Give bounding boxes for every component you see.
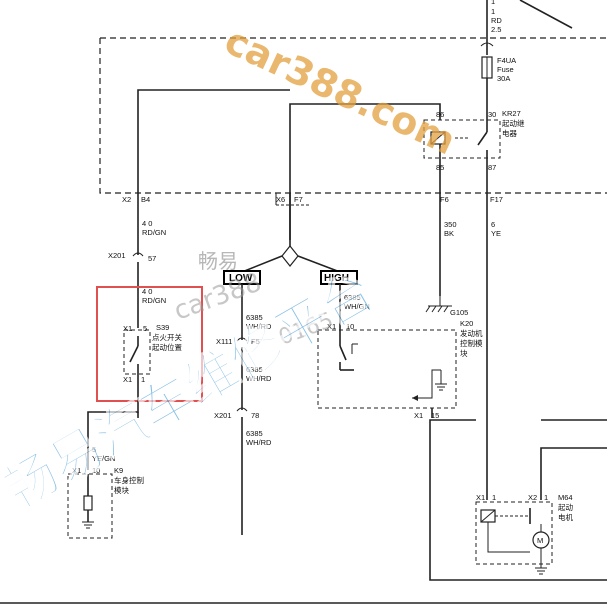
- svg-text:X1: X1: [72, 466, 81, 475]
- svg-text:X201: X201: [214, 411, 232, 420]
- svg-text:6385: 6385: [246, 429, 263, 438]
- svg-text:15: 15: [431, 411, 439, 420]
- svg-text:1: 1: [492, 493, 496, 502]
- wire-to-starter: 6 YE: [486, 158, 501, 500]
- svg-text:G105: G105: [450, 308, 468, 317]
- relay-pin-86: 86: [436, 110, 444, 119]
- svg-text:1: 1: [141, 375, 145, 384]
- svg-text:YE: YE: [491, 229, 501, 238]
- watermarks: car388.com 畅易 car388 0165 畅易汽车维修平台: [0, 18, 462, 522]
- fuse-box-boundary: [99, 37, 607, 194]
- svg-text:X1: X1: [327, 322, 336, 331]
- svg-text:X201: X201: [108, 251, 126, 260]
- svg-text:X1: X1: [476, 493, 485, 502]
- svg-text:5: 5: [143, 324, 147, 333]
- svg-text:电器: 电器: [502, 128, 517, 138]
- conn-f7: F7: [294, 195, 303, 204]
- watermark-site: car388.com: [218, 18, 462, 163]
- svg-text:M64: M64: [558, 493, 573, 502]
- svg-text:X1: X1: [123, 324, 132, 333]
- high-label: HIGH: [324, 273, 349, 284]
- svg-text:M: M: [537, 536, 543, 545]
- top-pin: 1: [491, 7, 495, 16]
- top-wire-gauge: 2.5: [491, 25, 501, 34]
- svg-text:块: 块: [460, 348, 468, 358]
- svg-text:起动位置: 起动位置: [152, 342, 182, 352]
- ignition-switch-s39: X1 5 S39 点火开关 起动位置 X1 1: [123, 323, 182, 400]
- boundary-connectors: X2 B4 X6 F7 F6 F17: [122, 193, 503, 206]
- svg-text:模块: 模块: [114, 485, 129, 495]
- wire-low-high: LOW HIGH 6385 WH/RD X111 F5 6385 WH/RD X…: [214, 193, 370, 535]
- svg-text:4 0: 4 0: [142, 219, 152, 228]
- top-supply: 1 RD 2.5 1: [486, 0, 573, 46]
- low-label: LOW: [229, 273, 253, 284]
- svg-text:WH/RD: WH/RD: [246, 438, 272, 447]
- svg-text:X111: X111: [216, 337, 232, 346]
- svg-text:6385: 6385: [344, 293, 361, 302]
- watermark-brand-small: 畅易: [198, 249, 238, 273]
- svg-text:57: 57: [148, 254, 156, 263]
- starter-motor-m64: M X1 1 X2 1 M64 起动 电机: [475, 419, 607, 575]
- switch-id: S39: [156, 323, 169, 332]
- svg-text:YE/GN: YE/GN: [92, 454, 115, 463]
- engine-control-module-k20: X1 10 K20 发动机 控制模 块 X1 15: [317, 319, 483, 420]
- svg-text:控制模: 控制模: [460, 338, 483, 348]
- svg-text:10: 10: [92, 466, 100, 475]
- svg-text:F5: F5: [251, 337, 260, 346]
- relay-pin-87: 87: [488, 163, 496, 172]
- conn-b4: B4: [141, 195, 150, 204]
- svg-text:起动继: 起动继: [502, 118, 525, 128]
- svg-text:6385: 6385: [246, 365, 263, 374]
- top-wire-color: RD: [491, 16, 502, 25]
- fuse-f4ua: F4UA Fuse 30A: [480, 42, 516, 120]
- svg-text:4 0: 4 0: [142, 287, 152, 296]
- highlight-box: [96, 286, 203, 402]
- relay-id: KR27: [502, 109, 521, 118]
- svg-text:X2: X2: [528, 493, 537, 502]
- svg-text:350: 350: [444, 220, 457, 229]
- body-control-module-k9: X1 10 K9 车身控制 模块: [67, 466, 144, 539]
- svg-text:RD/GN: RD/GN: [142, 296, 166, 305]
- relay-kr27: 86 30 85 87 KR27 起动继 电器: [289, 103, 525, 240]
- svg-text:10: 10: [346, 322, 354, 331]
- svg-text:1: 1: [544, 493, 548, 502]
- wire-ignition-feed: 4 0 RD/GN X201 57 4 0 RD/GN: [108, 89, 290, 328]
- wire-to-bcm: 5 YE/GN: [87, 400, 139, 470]
- svg-text:车身控制: 车身控制: [114, 475, 144, 485]
- svg-text:起动: 起动: [558, 502, 573, 512]
- svg-text:X1: X1: [123, 375, 132, 384]
- svg-text:6: 6: [491, 220, 495, 229]
- svg-text:BK: BK: [444, 229, 454, 238]
- svg-text:X1: X1: [414, 411, 423, 420]
- svg-text:5: 5: [92, 445, 96, 454]
- conn-f17: F17: [490, 195, 503, 204]
- svg-text:K9: K9: [114, 466, 123, 475]
- svg-text:WH/RD: WH/RD: [246, 322, 272, 331]
- conn-x2: X2: [122, 195, 131, 204]
- relay-pin-30: 30: [488, 110, 496, 119]
- svg-text:WH/GN: WH/GN: [344, 302, 370, 311]
- conn-f6: F6: [440, 195, 449, 204]
- fuse-rating: 30A: [497, 74, 510, 83]
- svg-text:RD/GN: RD/GN: [142, 228, 166, 237]
- svg-text:K20: K20: [460, 319, 473, 328]
- svg-text:78: 78: [251, 411, 259, 420]
- svg-text:电机: 电机: [558, 512, 573, 522]
- svg-text:发动机: 发动机: [460, 328, 483, 338]
- conn-x6: X6: [276, 195, 285, 204]
- svg-text:WH/RD: WH/RD: [246, 374, 272, 383]
- fuse-type: Fuse: [497, 65, 514, 74]
- fuse-id: F4UA: [497, 56, 516, 65]
- ground-g105: 350 BK G105: [425, 158, 468, 317]
- svg-text:6385: 6385: [246, 313, 263, 322]
- svg-text:点火开关: 点火开关: [152, 332, 182, 342]
- svg-text:1: 1: [491, 0, 495, 6]
- lower-frame: [0, 419, 607, 604]
